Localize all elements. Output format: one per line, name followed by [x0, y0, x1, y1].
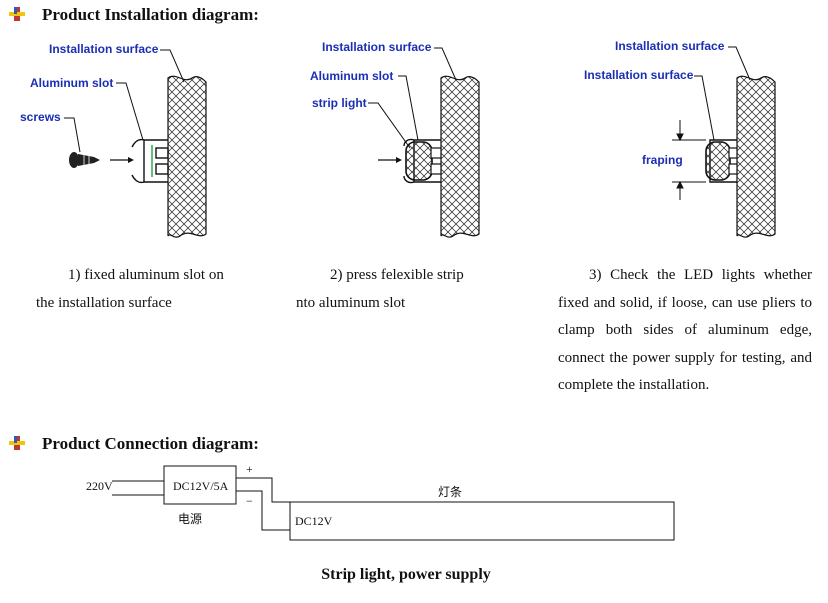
installation-surface-label: Installation surface: [49, 42, 159, 56]
wall-panel-2: [440, 75, 480, 238]
caption-step-1-line1: 1) fixed aluminum slot on: [68, 267, 224, 283]
wall-panel-1: [167, 75, 207, 238]
leader-line: [728, 46, 751, 81]
connection-title: Product Connection diagram:: [42, 434, 259, 453]
fixed-strip: [705, 139, 738, 183]
installation-surface-label: Installation surface: [322, 40, 432, 54]
bullet-icon: [9, 7, 25, 21]
caption-step-1-line2: the installation surface: [36, 295, 172, 311]
bullet-icon: [9, 436, 25, 450]
leader-line: [116, 82, 144, 141]
leader-line: [368, 102, 411, 149]
aluminum-slot: [131, 138, 169, 184]
strip-light-label: strip light: [312, 96, 367, 110]
power-supply-label: DC12V/5A: [173, 479, 229, 493]
leader-line: [64, 117, 81, 153]
aluminum-slot-label: Aluminum slot: [30, 76, 114, 90]
caption-step-3: 3) Check the LED lights whether fixed an…: [558, 267, 812, 393]
installation-surface-label: Installation surface: [615, 39, 725, 53]
minus-terminal-label: −: [246, 494, 253, 508]
leader-line: [398, 75, 419, 141]
power-supply-caption: 电源: [178, 512, 203, 526]
power-supply-box: [163, 465, 237, 505]
caption-step-2-line2: nto aluminum slot: [296, 295, 406, 311]
leader-line: [694, 75, 715, 141]
screws-label: screws: [20, 110, 61, 124]
installation-surface-label: Installation surface: [584, 68, 694, 82]
leader-line: [434, 47, 457, 81]
strip-box: [289, 501, 675, 541]
caption-step-2-line1: 2) press felexible strip: [330, 267, 464, 283]
strip-voltage-label: DC12V: [295, 514, 333, 528]
screw-icon: [69, 152, 134, 168]
input-voltage-label: 220V: [86, 479, 113, 493]
strip-in-slot: [378, 138, 442, 184]
installation-title: Product Installation diagram:: [42, 5, 259, 24]
strip-caption: 灯条: [438, 485, 463, 499]
dimension-marker: [672, 120, 706, 200]
wall-panel-3: [736, 75, 776, 238]
wiring: [112, 465, 675, 541]
footer-caption: Strip light, power supply: [321, 566, 491, 583]
plus-terminal-label: +: [246, 462, 253, 476]
leader-line: [160, 49, 185, 83]
fraping-label: fraping: [642, 153, 683, 167]
aluminum-slot-label: Aluminum slot: [310, 69, 394, 83]
